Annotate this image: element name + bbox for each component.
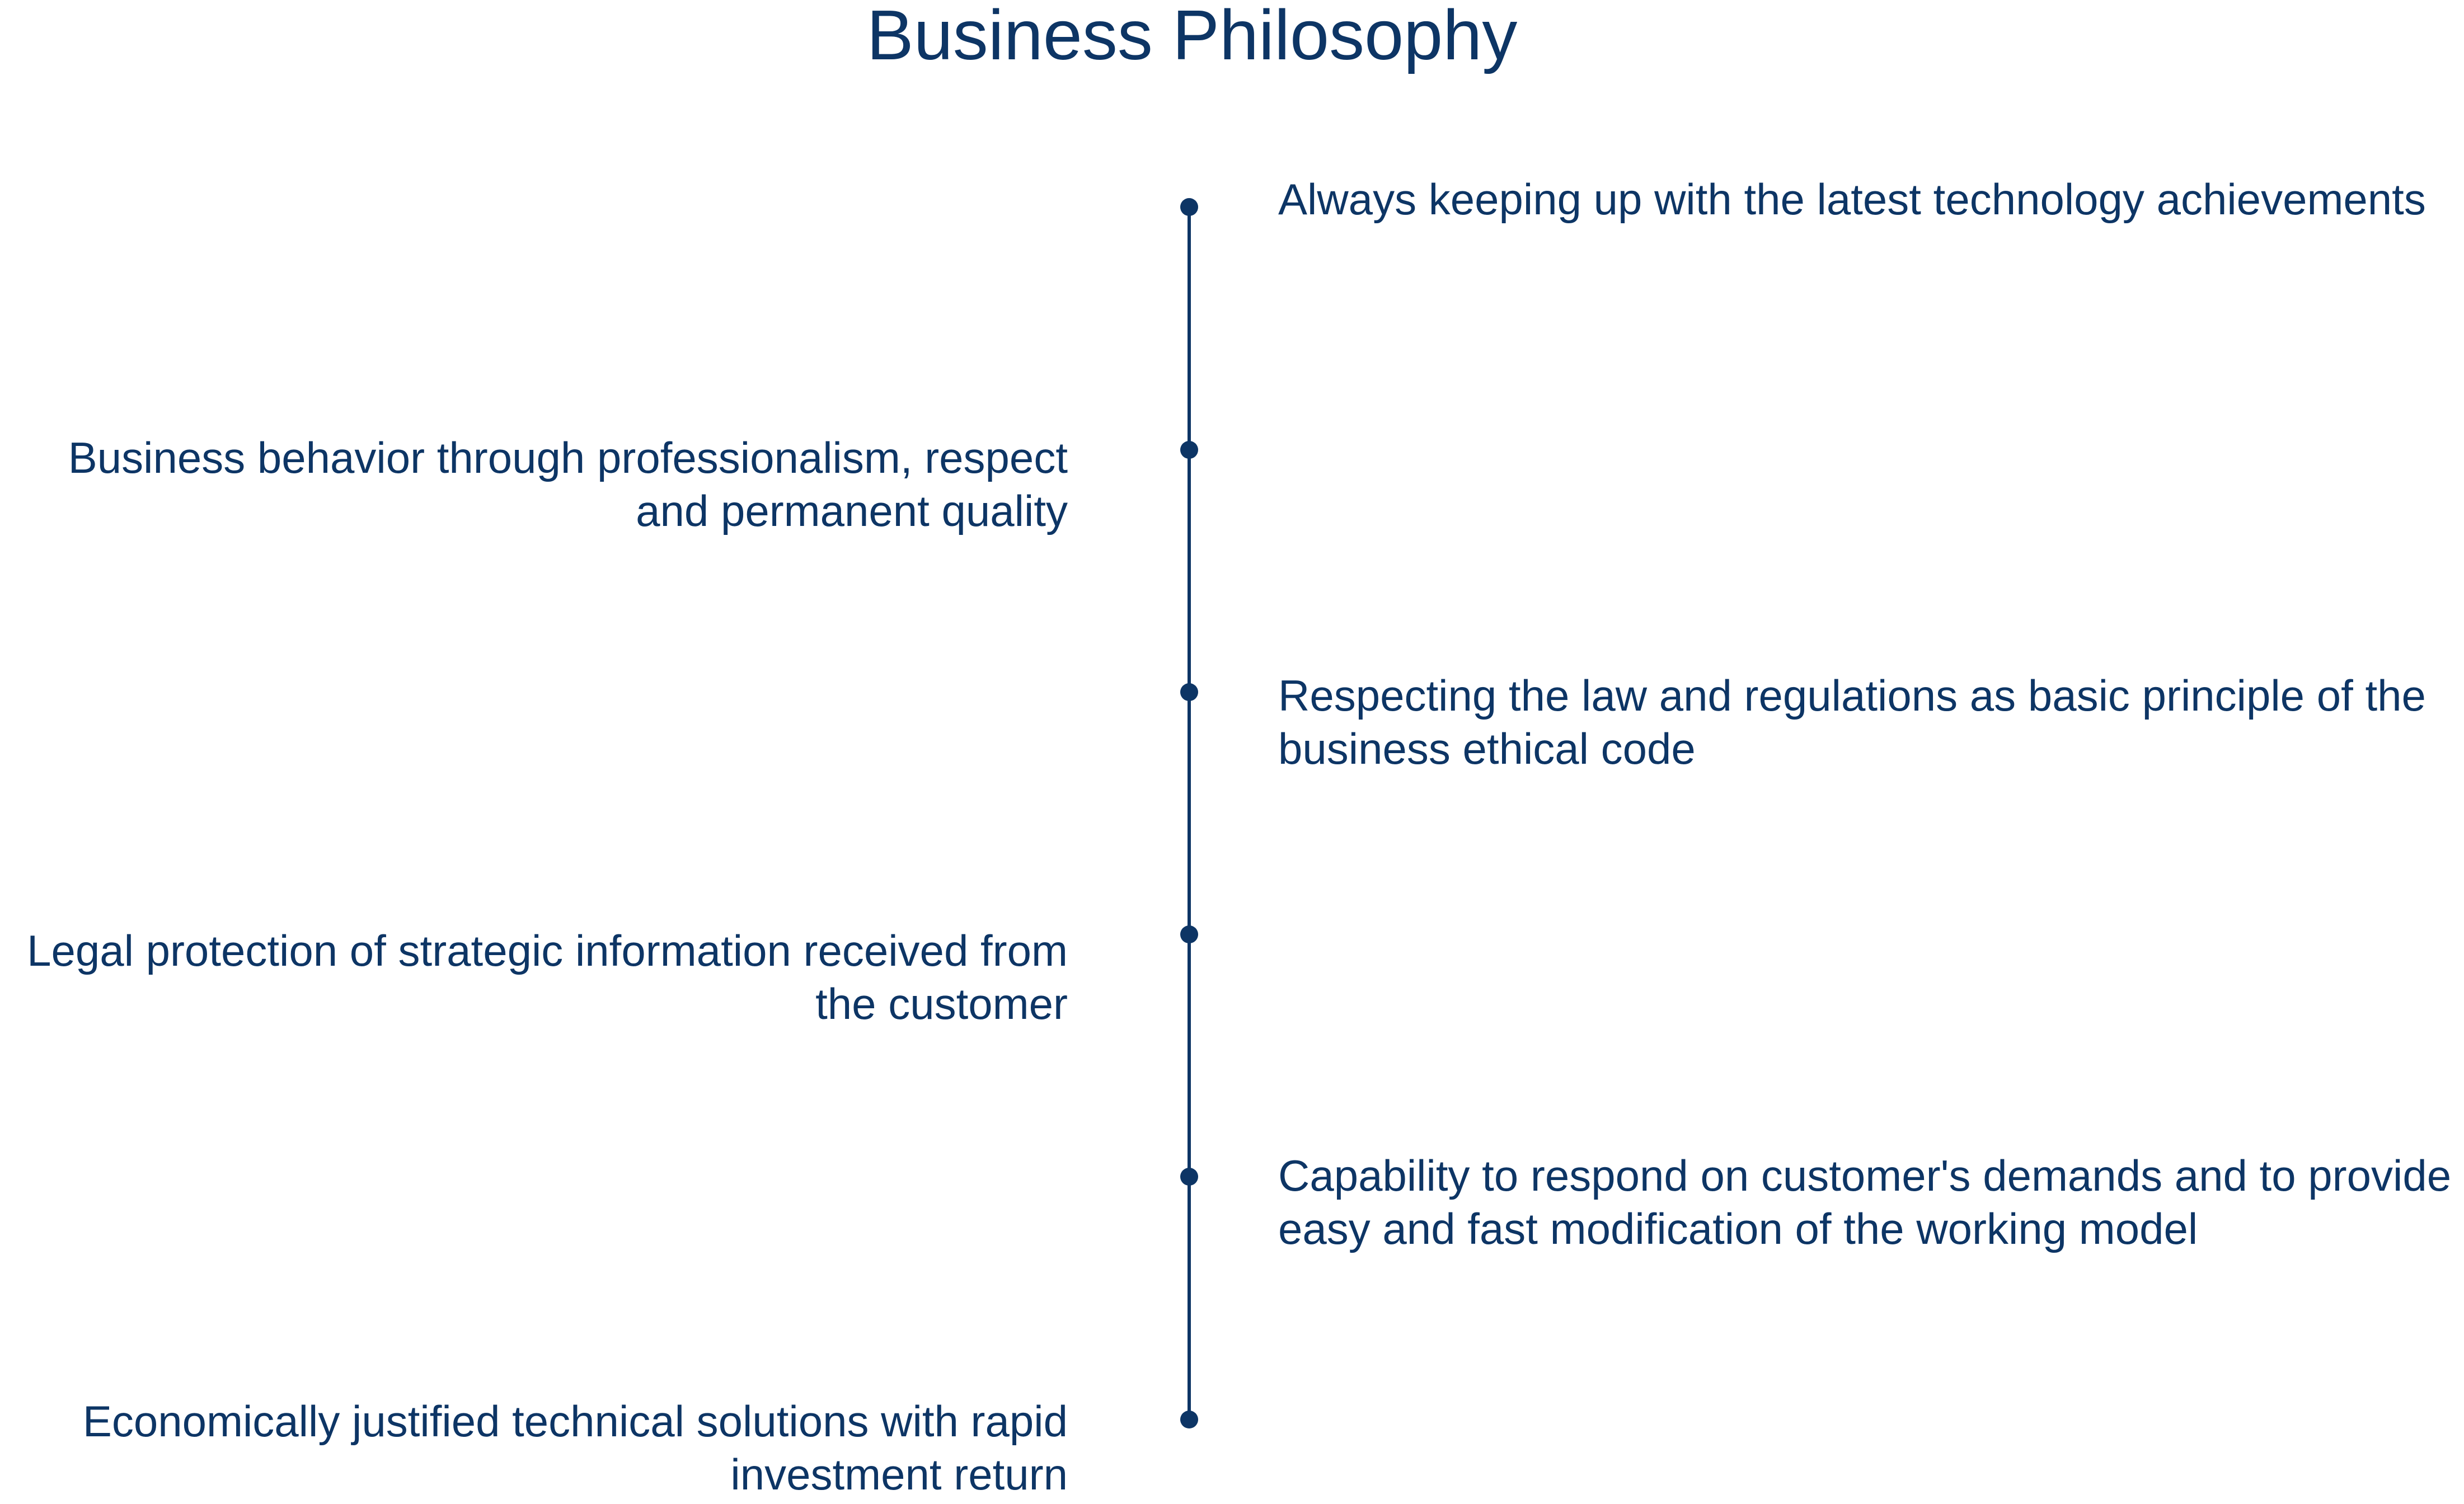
timeline-axis — [1188, 208, 1191, 1420]
philosophy-item-text: Business behavior through professionalis… — [68, 433, 1068, 482]
philosophy-item-text: Economically justified technical solutio… — [82, 1397, 1068, 1446]
timeline-marker-4 — [1180, 925, 1198, 943]
philosophy-item-text: Legal protection of strategic informatio… — [27, 926, 1068, 975]
philosophy-item-text: Respecting the law and regulations as ba… — [1278, 671, 2426, 720]
philosophy-item-6: Economically justified technical solutio… — [83, 1395, 1068, 1501]
timeline-marker-5 — [1180, 1168, 1198, 1186]
philosophy-item-text: Always keeping up with the latest techno… — [1278, 175, 2426, 224]
philosophy-item-text: the customer — [815, 979, 1068, 1028]
philosophy-item-text: and permanent quality — [636, 486, 1068, 535]
timeline-marker-2 — [1180, 441, 1198, 459]
philosophy-item-5: Capability to respond on customer's dema… — [1278, 1149, 2451, 1256]
page-title: Business Philosophy — [866, 0, 1518, 74]
timeline-marker-6 — [1180, 1411, 1198, 1428]
philosophy-item-text: investment return — [730, 1450, 1068, 1499]
philosophy-item-text: Capability to respond on customer's dema… — [1278, 1151, 2452, 1200]
philosophy-item-2: Business behavior through professionalis… — [68, 431, 1068, 538]
philosophy-item-3: Respecting the law and regulations as ba… — [1278, 669, 2426, 776]
timeline-marker-3 — [1180, 683, 1198, 701]
philosophy-item-4: Legal protection of strategic informatio… — [27, 924, 1068, 1031]
philosophy-item-text: easy and fast modification of the workin… — [1278, 1204, 2198, 1253]
timeline-marker-1 — [1180, 198, 1198, 216]
philosophy-item-text: business ethical code — [1278, 724, 1696, 773]
philosophy-item-1: Always keeping up with the latest techno… — [1278, 173, 2426, 226]
